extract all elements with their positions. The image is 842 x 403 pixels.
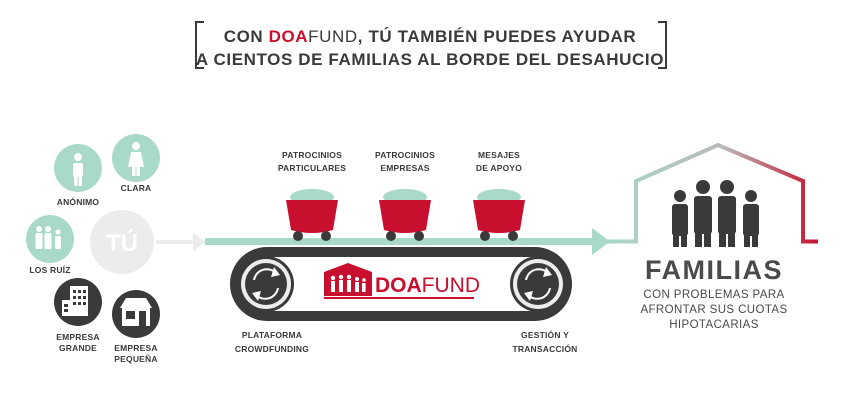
cart-empresas: PATROCINIOS EMPRESAS (375, 150, 435, 241)
cart-label-line2: EMPRESAS (380, 163, 429, 173)
rotate-icon (524, 267, 552, 301)
building-icon (62, 286, 88, 316)
tu-arrow-shaft (156, 240, 196, 244)
donor-anonimo: ANÓNIMO (54, 144, 102, 207)
doafund-logo: DOAFUND (324, 263, 480, 299)
cart-body (379, 200, 431, 233)
plataforma-label-1: PLATAFORMA (242, 330, 302, 340)
cart-label-line1: PATROCINIOS (375, 150, 435, 160)
familias-title: FAMILIAS (645, 255, 783, 285)
gestion-label-1: GESTIÓN Y (521, 329, 569, 340)
headline-line2: A CIENTOS DE FAMILIAS AL BORDE DEL DESAH… (196, 50, 664, 69)
cart-label-line1: PATROCINIOS (282, 150, 342, 160)
woman-icon (128, 142, 144, 176)
rotate-icon (252, 267, 280, 301)
belt-panel (268, 257, 534, 311)
donor-clara: CLARA (112, 134, 160, 193)
tu-circle (90, 210, 154, 274)
logo-text: DOAFUND (375, 274, 480, 297)
conveyor-belt: DOAFUND (230, 247, 572, 321)
donor-empresa-pequena: EMPRESA PEQUEÑA (112, 290, 160, 364)
shop-icon (120, 298, 152, 326)
familias-sub-1: CON PROBLEMAS PARA (643, 289, 784, 301)
cart-body (473, 200, 525, 233)
familias-sub-3: HIPOTACARIAS (669, 319, 759, 331)
familias-sub-2: AFRONTAR SUS CUOTAS (640, 304, 787, 316)
donor-clara-label: CLARA (121, 183, 152, 193)
logo-underline (324, 297, 474, 299)
cart-wheel (480, 231, 490, 241)
tu-arrow-head (193, 233, 206, 251)
headline: CON DOAFUND, TÚ TAMBIÉN PUEDES AYUDAR A … (195, 21, 667, 69)
donor-anonimo-label: ANÓNIMO (57, 196, 100, 207)
headline-line1: CON DOAFUND, TÚ TAMBIÉN PUEDES AYUDAR (224, 27, 637, 46)
headline-bracket-left (195, 21, 204, 69)
gestion-label-2: TRANSACCIÓN (512, 343, 577, 354)
familias-house: FAMILIAS CON PROBLEMAS PARA AFRONTAR SUS… (606, 142, 818, 331)
tu-node: TÚ (90, 210, 206, 274)
donor-empresa-grande: EMPRESA GRANDE (54, 278, 102, 353)
house-outline (606, 142, 818, 244)
cart-mensajes: MESAJES DE APOYO (473, 150, 525, 241)
belt-roller-right (510, 256, 566, 312)
person-icon (73, 153, 83, 186)
flow-arrow-head (592, 228, 610, 255)
donor-empresa-pequena-label-1: EMPRESA (114, 343, 157, 353)
cart-wheel (321, 231, 331, 241)
logo-house-icon (324, 263, 372, 296)
cart-label-line2: PARTICULARES (278, 163, 346, 173)
cart-body (286, 200, 338, 233)
donor-empresa-grande-label-2: GRANDE (59, 343, 97, 353)
cart-wheel (386, 231, 396, 241)
tu-label: TÚ (106, 229, 138, 257)
cart-label-line1: MESAJES (478, 150, 520, 160)
cart-wheel (414, 231, 424, 241)
donor-empresa-grande-label-1: EMPRESA (56, 332, 99, 342)
cart-label-line2: DE APOYO (476, 163, 522, 173)
headline-bracket-right (658, 21, 667, 69)
donor-los-ruiz: LOS RUÍZ (26, 215, 74, 275)
family-icon (35, 226, 61, 249)
cart-wheel (508, 231, 518, 241)
flow-line (205, 238, 597, 245)
belt-roller-left (238, 256, 294, 312)
family-icon (672, 180, 759, 247)
plataforma-label-2: CROWDFUNDING (235, 344, 309, 354)
logo-family-icon (330, 274, 366, 292)
cart-wheel (293, 231, 303, 241)
donor-los-ruiz-label: LOS RUÍZ (29, 265, 70, 275)
cart-particulares: PATROCINIOS PARTICULARES (278, 150, 346, 241)
donor-empresa-pequena-label-2: PEQUEÑA (114, 354, 157, 364)
